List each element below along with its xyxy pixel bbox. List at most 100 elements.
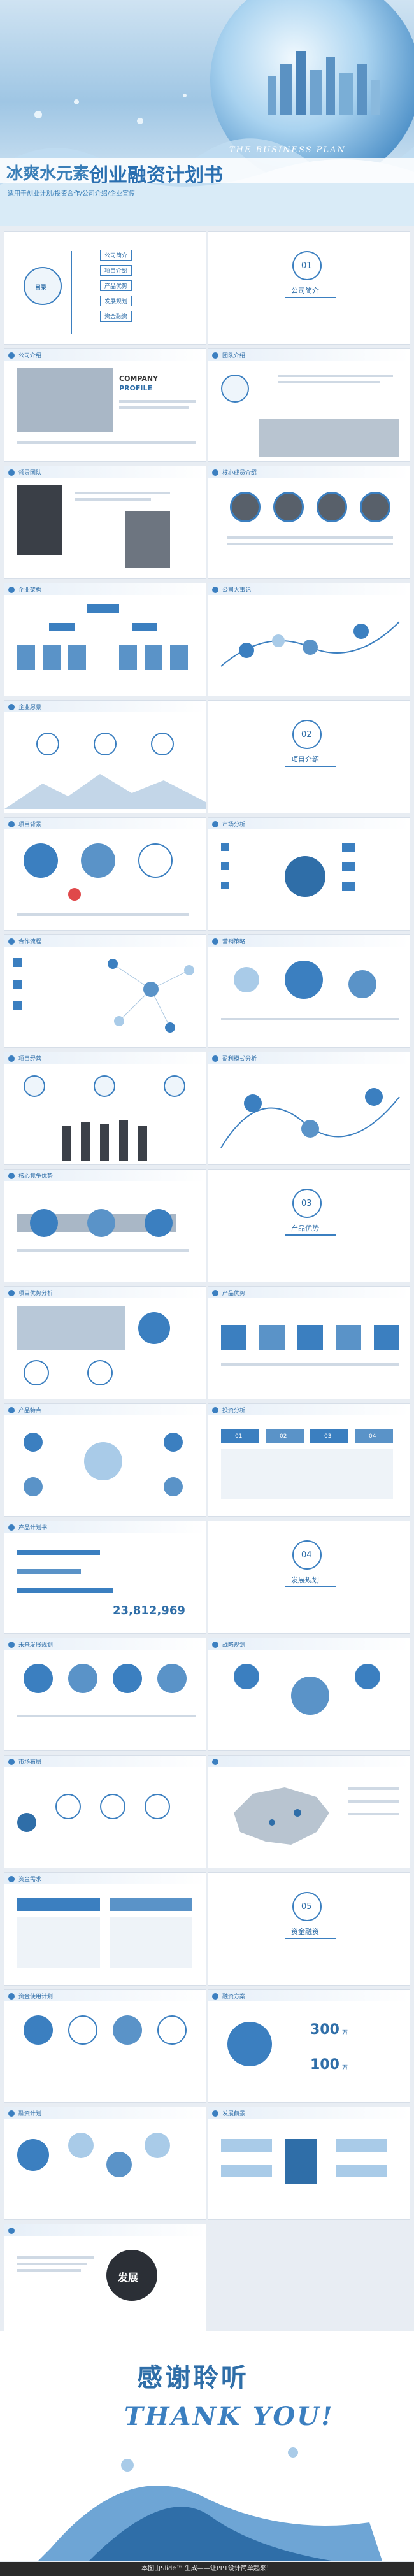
header-dot-icon: [212, 1759, 218, 1765]
title-band: [0, 158, 414, 183]
feature-circle: [145, 1794, 170, 1819]
header-dot-icon: [8, 1642, 15, 1648]
core-members-slide[interactable]: 核心成员介绍: [208, 466, 410, 579]
slide-title: 核心成员介绍: [222, 470, 257, 476]
toc-label: 目录: [35, 285, 47, 291]
star-icon: [24, 1433, 43, 1452]
section-title: 产品优势: [291, 1224, 319, 1233]
slide-header: [208, 2107, 410, 2119]
header-dot-icon: [212, 587, 218, 593]
company-intro-slide[interactable]: 公司介绍 COMPANY PROFILE: [4, 348, 206, 462]
project-advantage-slide[interactable]: 项目优势分析: [4, 1286, 206, 1399]
section-number-circle: [292, 720, 322, 749]
slide-header: [208, 1287, 410, 1298]
member-avatar: [317, 492, 347, 522]
funding-needs-slide[interactable]: 资金需求: [4, 1872, 206, 1986]
toc-slide[interactable]: 目录 公司简介 项目介绍 产品优势 发展规划 资金融资: [4, 231, 206, 345]
develop-label: 发展: [118, 2272, 139, 2284]
profit-model-slide[interactable]: 盈利模式分析: [208, 1052, 410, 1165]
member-avatar: [360, 492, 390, 522]
marketing-strategy-slide[interactable]: 营销策略: [208, 934, 410, 1048]
competitive-advantage-slide[interactable]: 核心竞争优势: [4, 1169, 206, 1282]
product-tile: [374, 1325, 399, 1350]
org-node: [68, 645, 86, 670]
product-tile: [297, 1325, 323, 1350]
toc-circle: [24, 267, 62, 305]
future-plan-slide[interactable]: 未来发展规划: [4, 1638, 206, 1751]
feature-circle: [100, 1794, 125, 1819]
header-dot-icon: [8, 1759, 15, 1765]
text-line: [227, 536, 393, 539]
slide-header: [4, 701, 206, 712]
member-avatar: [230, 492, 261, 522]
list-bullet: [221, 862, 229, 870]
vision-slide[interactable]: 企业愿景: [4, 700, 206, 813]
side-tile: [336, 2139, 387, 2152]
financing-schedule-slide[interactable]: 发展前景: [208, 2107, 410, 2220]
financing-scheme-slide[interactable]: 融资计划: [4, 2107, 206, 2220]
slide-title: 营销策略: [222, 939, 246, 945]
step-circle: [81, 843, 115, 878]
toc-item-1[interactable]: 公司简介: [100, 250, 132, 261]
curve-graphic: [220, 1088, 400, 1148]
org-node: [43, 645, 61, 670]
toc-item-3[interactable]: 产品优势: [100, 280, 132, 291]
slide-title: 核心竞争优势: [18, 1173, 54, 1180]
text-line: [17, 2263, 87, 2265]
product-advantage-slide[interactable]: 产品优势: [208, 1286, 410, 1399]
org-node: [119, 645, 137, 670]
slide-header: [4, 466, 206, 478]
fund-usage-slide[interactable]: 资金使用计划: [4, 1989, 206, 2103]
toc-item-4[interactable]: 发展规划: [100, 296, 132, 306]
org-node: [145, 645, 162, 670]
section-underline: [285, 297, 336, 298]
header-dot-icon: [8, 587, 15, 593]
market-layout-slide[interactable]: 市场布局: [4, 1755, 206, 1868]
develop-circle: [106, 2250, 157, 2301]
section-number-circle: [292, 251, 322, 280]
header-dot-icon: [212, 1642, 218, 1648]
list-number: [13, 980, 22, 989]
section-02-slide[interactable]: 02 项目介绍: [208, 700, 410, 813]
strategy-plan-slide[interactable]: 战略规划: [208, 1638, 410, 1751]
project-operation-slide[interactable]: 项目经营: [4, 1052, 206, 1165]
bubble: [348, 970, 376, 998]
flower-graphic: [84, 1442, 122, 1480]
person-photo: [125, 511, 170, 568]
team-intro-slide[interactable]: 团队介绍: [208, 348, 410, 462]
section-title: 资金融资: [291, 1928, 319, 1936]
section-05-slide[interactable]: 05 资金融资: [208, 1872, 410, 1986]
slide-header: [4, 1756, 206, 1767]
market-analysis-slide[interactable]: 市场分析: [208, 817, 410, 931]
header-dot-icon: [8, 1993, 15, 2000]
list-bullet: [221, 882, 229, 889]
section-03-slide[interactable]: 03 产品优势: [208, 1169, 410, 1282]
step-number: 02: [280, 1433, 287, 1440]
milestones-slide[interactable]: 公司大事记: [208, 583, 410, 696]
org-chart-slide[interactable]: 企业架构: [4, 583, 206, 696]
section-01-slide[interactable]: 01 公司简介: [208, 231, 410, 345]
step-tab: [355, 1429, 393, 1443]
product-features-slide[interactable]: 产品特点: [4, 1403, 206, 1517]
toc-item-2[interactable]: 项目介绍: [100, 265, 132, 276]
section-04-slide[interactable]: 04 发展规划: [208, 1521, 410, 1634]
feature-icon: [164, 1433, 183, 1452]
slide-title: 发展前景: [222, 2111, 246, 2117]
investment-analysis-slide[interactable]: 投资分析 01 02 03 04: [208, 1403, 410, 1517]
org-node: [132, 623, 157, 631]
china-map-slide[interactable]: [208, 1755, 410, 1868]
money-unit-2: 万: [342, 2065, 348, 2072]
slide-header: [208, 1404, 410, 1415]
leader-team-slide[interactable]: 领导团队: [4, 466, 206, 579]
project-background-slide[interactable]: 项目背景: [4, 817, 206, 931]
slide-header: [208, 466, 410, 478]
development-prospects-slide[interactable]: 发展: [4, 2224, 206, 2337]
financing-plan-slide[interactable]: 融资方案 300 万 100 万: [208, 1989, 410, 2103]
product-plan-slide[interactable]: 产品计划书 23,812,969: [4, 1521, 206, 1634]
cooperation-process-slide[interactable]: 合作流程: [4, 934, 206, 1048]
section-number: 04: [301, 1550, 312, 1560]
toc-item-5[interactable]: 资金融资: [100, 311, 132, 322]
slide-title: 企业愿景: [18, 705, 42, 711]
document-photo: [17, 1306, 125, 1350]
section-number: 03: [301, 1199, 312, 1208]
